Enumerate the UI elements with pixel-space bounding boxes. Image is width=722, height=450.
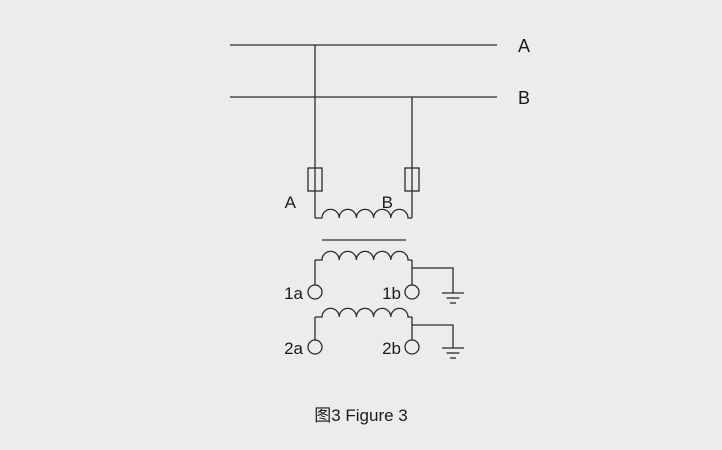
bus-a-label: A — [518, 36, 530, 56]
terminal-2b-circle — [404, 339, 420, 355]
primary-winding-coil — [315, 208, 412, 219]
fuse-symbol-right — [404, 167, 420, 192]
fuse-symbol-left — [307, 167, 323, 192]
primary-terminal-a-label: A — [285, 193, 297, 212]
terminal-2a-label: 2a — [284, 339, 303, 358]
secondary-winding-1-coil — [315, 250, 412, 261]
terminal-1b-circle — [404, 284, 420, 300]
secondary-winding-2-coil — [315, 307, 412, 318]
ground-symbol-1 — [442, 292, 464, 304]
terminal-2a-circle — [307, 339, 323, 355]
figure-caption: 图3 Figure 3 — [314, 406, 408, 425]
secondary-1-ground-wire — [412, 267, 454, 293]
ground-symbol-2 — [442, 347, 464, 359]
primary-terminal-b-label: B — [382, 193, 393, 212]
bus-b-label: B — [518, 88, 530, 108]
terminal-1a-circle — [307, 284, 323, 300]
terminal-1a-label: 1a — [284, 284, 303, 303]
terminal-2b-label: 2b — [382, 339, 401, 358]
secondary-2-ground-wire — [412, 324, 454, 348]
terminal-1b-label: 1b — [382, 284, 401, 303]
